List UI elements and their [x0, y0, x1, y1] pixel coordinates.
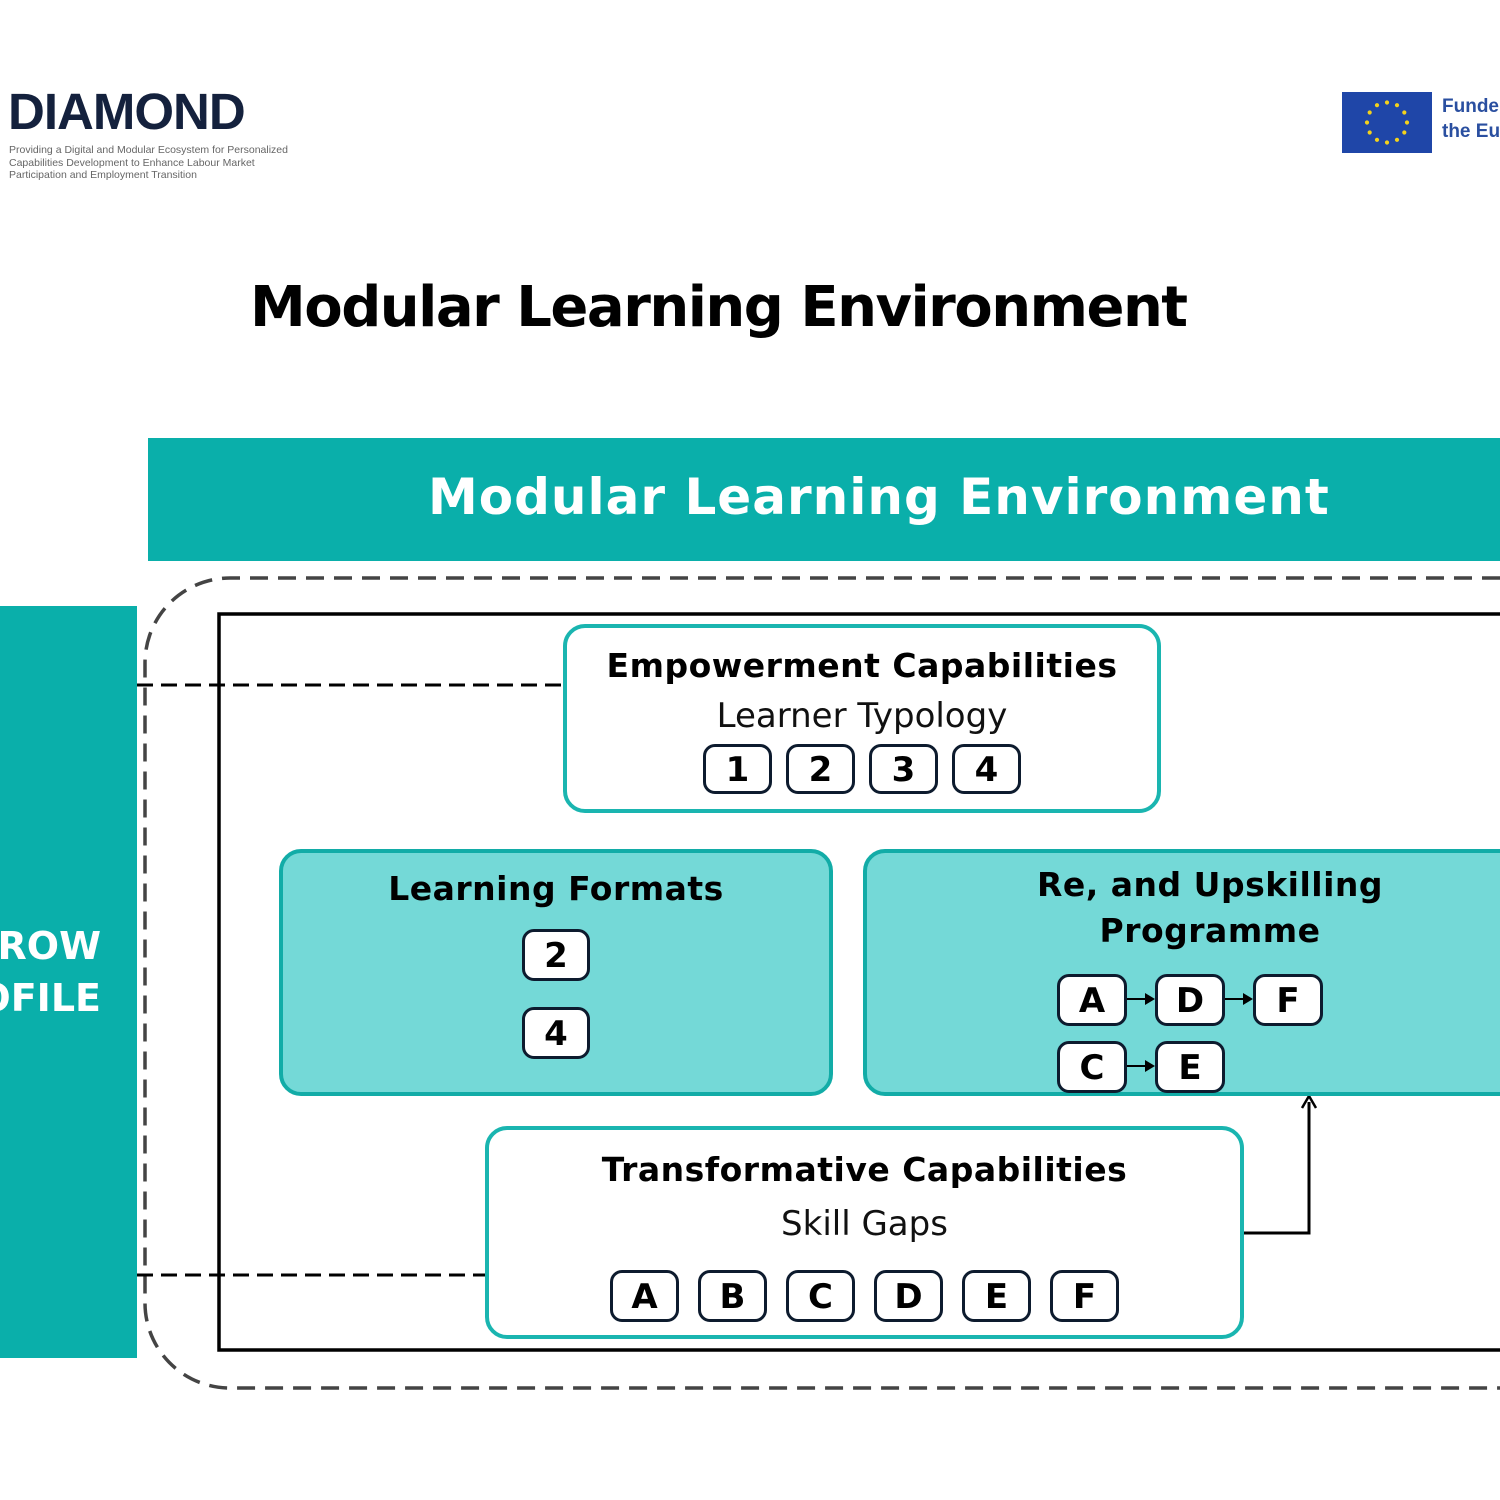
eu-star-icon	[1364, 120, 1370, 125]
eu-star-icon	[1384, 100, 1390, 105]
arrow-right-icon	[1127, 1044, 1155, 1090]
upskilling-title-line1: Re, and Upskilling	[1036, 865, 1384, 904]
learning-formats-box: Learning Formats 2 4	[279, 849, 833, 1096]
upskilling-path-2: C E	[1057, 1041, 1225, 1093]
skill-gaps-label: Skill Gaps	[781, 1204, 948, 1244]
skill-gap-chip[interactable]: F	[1050, 1270, 1119, 1322]
skill-gap-chip[interactable]: A	[610, 1270, 679, 1322]
skill-gap-chip[interactable]: B	[698, 1270, 767, 1322]
logo-tagline: Providing a Digital and Modular Ecosyste…	[9, 144, 288, 181]
eu-funding-text: Funde the Eu	[1442, 96, 1500, 142]
empowerment-title: Empowerment Capabilities	[606, 646, 1118, 685]
learner-type-chip[interactable]: 2	[786, 744, 855, 794]
profile-bar: ROW OFILE	[0, 606, 137, 1358]
eu-star-icon	[1394, 103, 1400, 108]
path-chip-A[interactable]: A	[1057, 974, 1127, 1026]
upskilling-path-1: A D F	[1057, 974, 1323, 1026]
eu-star-icon	[1367, 130, 1372, 135]
page-title: Modular Learning Environment	[250, 275, 1188, 340]
upskilling-title-line2: Programme	[1099, 911, 1321, 950]
learner-typology-label: Learner Typology	[716, 696, 1008, 736]
diamond-logo: DIAMOND	[8, 83, 246, 140]
arrow-right-icon	[1225, 977, 1253, 1023]
banner	[148, 438, 1500, 561]
eu-star-icon	[1402, 130, 1407, 135]
skill-gap-chip[interactable]: C	[786, 1270, 855, 1322]
elbow-arrow-line	[1243, 1102, 1311, 1235]
learning-format-chip[interactable]: 4	[522, 1007, 590, 1059]
skill-gap-chip[interactable]: D	[874, 1270, 943, 1322]
transformative-title: Transformative Capabilities	[601, 1150, 1128, 1189]
eu-star-icon	[1374, 137, 1380, 142]
learner-type-chip[interactable]: 1	[703, 744, 772, 794]
learner-type-chip[interactable]: 4	[952, 744, 1021, 794]
eu-star-icon	[1384, 140, 1390, 145]
arrow-right-icon	[1127, 977, 1155, 1023]
learner-type-chip[interactable]: 3	[869, 744, 938, 794]
path-chip-C[interactable]: C	[1057, 1041, 1127, 1093]
arrowhead-icon	[1300, 1093, 1318, 1109]
profile-bar-label: ROW OFILE	[0, 924, 101, 1020]
eu-star-icon	[1394, 137, 1400, 142]
eu-star-icon	[1374, 103, 1380, 108]
transformative-capabilities-box: Transformative Capabilities Skill Gaps A…	[485, 1126, 1244, 1339]
learning-formats-title: Learning Formats	[388, 869, 724, 908]
eu-star-icon	[1404, 120, 1410, 125]
upskilling-programme-box: Re, and Upskilling Programme A D F C E	[863, 849, 1500, 1096]
learning-format-chip[interactable]: 2	[522, 929, 590, 981]
eu-star-icon	[1367, 110, 1372, 115]
eu-star-icon	[1402, 110, 1407, 115]
eu-flag-icon	[1342, 92, 1432, 153]
path-chip-E[interactable]: E	[1155, 1041, 1225, 1093]
banner-title: Modular Learning Environment	[428, 468, 1330, 526]
skill-gap-chip[interactable]: E	[962, 1270, 1031, 1322]
path-chip-D[interactable]: D	[1155, 974, 1225, 1026]
path-chip-F[interactable]: F	[1253, 974, 1323, 1026]
empowerment-capabilities-box: Empowerment Capabilities Learner Typolog…	[563, 624, 1161, 813]
